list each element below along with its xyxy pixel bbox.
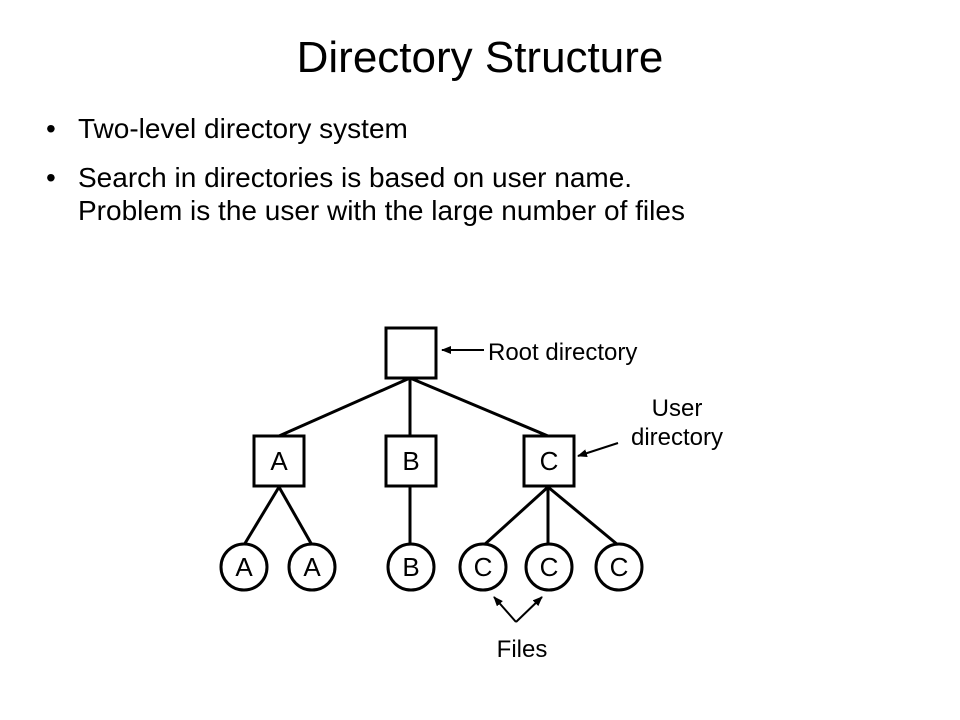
bullet-symbol: • — [46, 162, 56, 193]
file-circle — [287, 542, 337, 592]
bullet-item-search: • Search in directories is based on user… — [46, 161, 926, 227]
root-directory-label: Root directory — [488, 339, 637, 366]
bullet-symbol: • — [46, 113, 56, 144]
bullet-line: Problem is the user with the large numbe… — [78, 195, 685, 226]
tree-edges — [242, 376, 619, 547]
files-label: Files — [497, 636, 548, 663]
file-circle — [386, 542, 436, 592]
user-directory-label: C — [540, 446, 559, 476]
slide-title: Directory Structure — [296, 33, 664, 82]
user-directory-arrow-icon — [577, 442, 619, 458]
root-directory-box — [384, 326, 438, 380]
user-directory-box — [252, 434, 306, 488]
user-directory-b: B — [384, 434, 438, 488]
user-directory-c: C — [522, 434, 576, 488]
edge-c-file3 — [547, 485, 619, 547]
file-circle — [458, 542, 508, 592]
user-directory-label-line1: User — [652, 395, 703, 422]
file-node-a2: A — [287, 542, 337, 592]
file-circle — [594, 542, 644, 592]
file-node-c1: C — [458, 542, 508, 592]
bullet-text: Search in directories is based on user n… — [78, 161, 926, 227]
user-directory-label: B — [402, 446, 419, 476]
bullet-text: Two-level directory system — [78, 112, 926, 145]
user-directory-label: A — [270, 446, 288, 476]
files-arrow-left-icon — [493, 596, 517, 623]
file-label: C — [474, 552, 493, 582]
edge-c-file1 — [482, 485, 550, 547]
file-label: A — [303, 552, 321, 582]
edge-a-file1 — [242, 486, 281, 546]
bullet-list: • Two-level directory system • Search in… — [46, 112, 926, 243]
files-arrow-right-icon — [515, 596, 543, 623]
user-directory-a: A — [252, 434, 306, 488]
edge-root-c — [409, 376, 549, 438]
file-label: C — [610, 552, 629, 582]
user-directory-label-line2: directory — [631, 424, 723, 451]
file-node-b1: B — [386, 542, 436, 592]
file-label: B — [402, 552, 419, 582]
bullet-line: Search in directories is based on user n… — [78, 162, 633, 193]
user-directory-box — [384, 434, 438, 488]
file-node-c2: C — [524, 542, 574, 592]
file-label: C — [540, 552, 559, 582]
file-label: A — [235, 552, 253, 582]
file-circle — [219, 542, 269, 592]
user-directory-box — [522, 434, 576, 488]
bullet-line: Two-level directory system — [78, 113, 408, 144]
file-node-a1: A — [219, 542, 269, 592]
file-node-c3: C — [594, 542, 644, 592]
edge-root-a — [278, 376, 411, 438]
file-circle — [524, 542, 574, 592]
annotation-arrows — [441, 346, 619, 623]
bullet-item-two-level: • Two-level directory system — [46, 112, 926, 145]
edge-a-file2 — [277, 486, 314, 546]
